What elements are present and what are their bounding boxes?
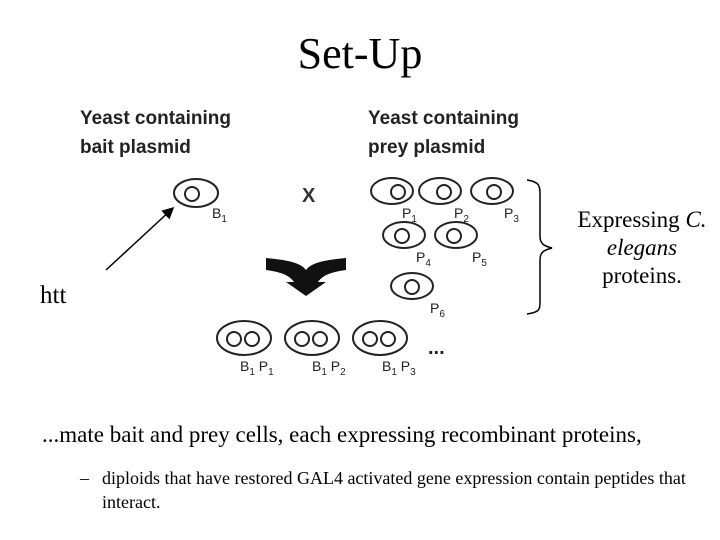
prey-yeast-cell <box>434 221 478 249</box>
diploid-yeast-cell <box>216 320 272 356</box>
diploid-label: B1 P2 <box>312 358 346 378</box>
prey-label-p2: P2 <box>454 205 469 225</box>
sub-bullet-dash: – <box>80 468 89 488</box>
cross-symbol: X <box>302 185 316 207</box>
diploid-yeast-cell <box>284 320 340 356</box>
ellipsis: ... <box>428 337 445 359</box>
proteins-text: proteins. <box>602 263 682 288</box>
htt-pointer-arrow <box>105 206 175 271</box>
prey-label-p1: P1 <box>402 205 417 225</box>
prey-yeast-cell <box>382 221 426 249</box>
expressing-proteins-note: Expressing C. elegans proteins. <box>566 206 718 290</box>
species-name: C. elegans <box>606 207 707 260</box>
prey-label-p4: P4 <box>416 249 431 269</box>
bait-label: B1 <box>212 205 227 225</box>
main-bullet: ...mate bait and prey cells, each expres… <box>42 422 642 448</box>
prey-header-line-1: Yeast containing <box>368 108 519 129</box>
curly-brace <box>526 179 553 315</box>
mating-arrow <box>266 258 346 296</box>
diploid-yeast-cell <box>352 320 408 356</box>
sub-bullet-text: diploids that have restored GAL4 activat… <box>102 468 686 512</box>
prey-yeast-cell <box>418 177 462 205</box>
diploid-label: B1 P1 <box>240 358 274 378</box>
bait-header: Yeast containing bait plasmid <box>80 104 231 162</box>
prey-label-p6: P6 <box>430 300 445 320</box>
prey-yeast-cell <box>390 272 434 300</box>
prey-header: Yeast containing prey plasmid <box>368 104 519 162</box>
main-bullet-prefix: ... <box>42 422 60 447</box>
bait-yeast-cell <box>173 178 219 208</box>
slide-title: Set-Up <box>297 29 423 78</box>
bait-header-line-2: bait plasmid <box>80 137 191 158</box>
bait-header-line-1: Yeast containing <box>80 108 231 129</box>
prey-label-p5: P5 <box>472 249 487 269</box>
main-bullet-text: mate bait and prey cells, each expressin… <box>59 422 642 447</box>
prey-yeast-cell <box>370 177 414 205</box>
prey-header-line-2: prey plasmid <box>368 137 486 158</box>
prey-label-p3: P3 <box>504 205 519 225</box>
diploid-label: B1 P3 <box>382 358 416 378</box>
prey-yeast-cell <box>470 177 514 205</box>
htt-label: htt <box>40 282 67 309</box>
sub-bullet: – diploids that have restored GAL4 activ… <box>80 466 700 514</box>
expressing-text: Expressing <box>577 207 686 232</box>
